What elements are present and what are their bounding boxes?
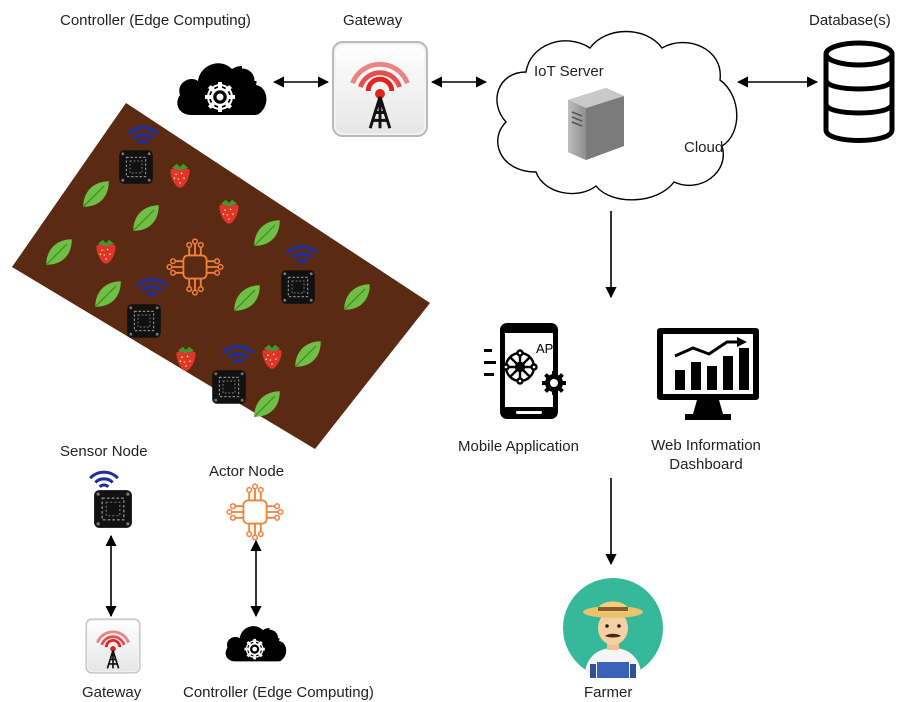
actor-chip-icon xyxy=(226,483,284,541)
database-icon xyxy=(822,40,896,144)
strawberry-field xyxy=(0,95,440,455)
controller-bottom-label: Controller (Edge Computing) xyxy=(183,684,374,701)
api-label: API xyxy=(536,341,557,356)
gateway-top-label: Gateway xyxy=(343,12,403,29)
cloud-label: Cloud xyxy=(684,139,724,156)
smartphone-api-icon: API xyxy=(480,321,580,421)
web-dashboard-label-line2: Dashboard xyxy=(669,456,743,473)
farmer-avatar-icon xyxy=(563,578,663,678)
sensor-chip-icon xyxy=(82,466,142,536)
actor-node-label: Actor Node xyxy=(209,463,285,480)
mobile-app-label: Mobile Application xyxy=(458,438,579,455)
iot-server-label: IoT Server xyxy=(534,63,604,80)
web-dashboard-label-line1: Web Information xyxy=(651,437,761,454)
controller-top-label: Controller (Edge Computing) xyxy=(60,12,251,29)
cloud-gear-icon xyxy=(222,618,290,668)
gateway-bottom-label: Gateway xyxy=(82,684,142,701)
web-dashboard-label: Web Information Dashboard xyxy=(640,436,772,474)
server-icon xyxy=(562,86,628,162)
farmer-label: Farmer xyxy=(584,684,633,701)
monitor-chart-icon xyxy=(655,326,761,424)
gateway-antenna-icon xyxy=(85,618,141,674)
database-label: Database(s) xyxy=(809,12,891,29)
sensor-node-label: Sensor Node xyxy=(60,443,148,460)
